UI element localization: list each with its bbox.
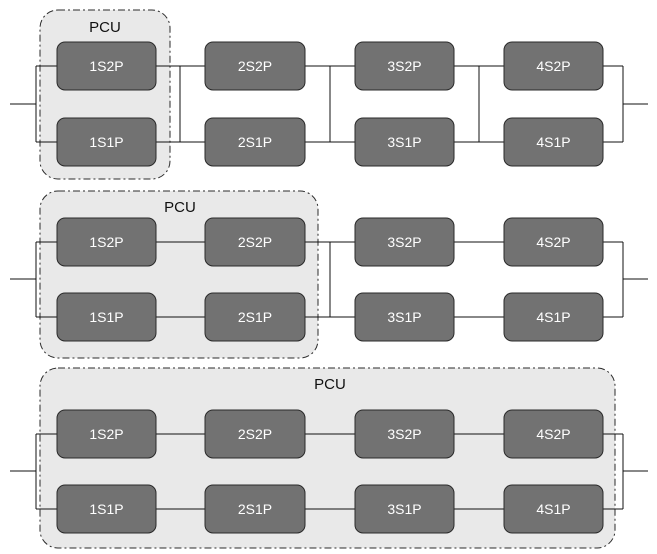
cell-2s2p: 2S2P (204, 409, 306, 459)
cell-label: 1S2P (89, 234, 123, 250)
cell-label: 2S1P (238, 134, 272, 150)
cell-label: 4S2P (536, 234, 570, 250)
cell-label: 3S1P (387, 134, 421, 150)
cell-3s2p: 3S2P (354, 41, 455, 91)
cell-3s1p: 3S1P (354, 117, 455, 167)
cell-4s1p: 4S1P (503, 484, 604, 534)
cell-label: 1S1P (89, 309, 123, 325)
cell-1s1p: 1S1P (56, 484, 157, 534)
cell-label: 4S2P (536, 58, 570, 74)
diagram-1: PCU 1S2P 2S2P (10, 9, 648, 180)
cell-2s1p: 2S1P (204, 484, 306, 534)
cell-label: 4S1P (536, 134, 570, 150)
cell-3s1p: 3S1P (354, 292, 455, 342)
cell-1s2p: 1S2P (56, 41, 157, 91)
cell-1s1p: 1S1P (56, 117, 157, 167)
cell-2s2p: 2S2P (204, 217, 306, 267)
cell-1s2p: 1S2P (56, 409, 157, 459)
cell-label: 1S1P (89, 134, 123, 150)
cell-label: 3S1P (387, 309, 421, 325)
cell-4s1p: 4S1P (503, 117, 604, 167)
wiring (10, 65, 648, 143)
cell-label: 2S2P (238, 234, 272, 250)
pcu-group-3 (39, 367, 616, 549)
cell-3s2p: 3S2P (354, 217, 455, 267)
wiring (10, 433, 648, 510)
cell-label: 1S2P (89, 426, 123, 442)
cell-2s1p: 2S1P (204, 117, 306, 167)
cell-label: 1S1P (89, 501, 123, 517)
cell-4s2p: 4S2P (503, 409, 604, 459)
cell-label: 4S1P (536, 501, 570, 517)
cell-4s2p: 4S2P (503, 217, 604, 267)
cell-label: 2S2P (238, 58, 272, 74)
wiring (10, 241, 648, 318)
cell-2s2p: 2S2P (204, 41, 306, 91)
cell-4s2p: 4S2P (503, 41, 604, 91)
cell-4s1p: 4S1P (503, 292, 604, 342)
cell-label: 2S1P (238, 501, 272, 517)
cell-label: 3S2P (387, 426, 421, 442)
cell-label: 3S2P (387, 234, 421, 250)
cell-2s1p: 2S1P (204, 292, 306, 342)
cell-label: 3S2P (387, 58, 421, 74)
cell-3s1p: 3S1P (354, 484, 455, 534)
pcu-label: PCU (164, 199, 196, 216)
pcu-label: PCU (314, 376, 346, 393)
cell-1s2p: 1S2P (56, 217, 157, 267)
cell-label: 4S1P (536, 309, 570, 325)
cell-label: 1S2P (89, 58, 123, 74)
cell-1s1p: 1S1P (56, 292, 157, 342)
cell-label: 3S1P (387, 501, 421, 517)
diagram-2: PCU 1S2P 2S2P 3 (10, 190, 648, 359)
pcu-label: PCU (89, 19, 121, 36)
cell-3s2p: 3S2P (354, 409, 455, 459)
cell-label: 2S1P (238, 309, 272, 325)
cell-label: 4S2P (536, 426, 570, 442)
diagram-3: PCU 1S2P 2S2P 3S2P (10, 367, 648, 549)
cell-label: 2S2P (238, 426, 272, 442)
